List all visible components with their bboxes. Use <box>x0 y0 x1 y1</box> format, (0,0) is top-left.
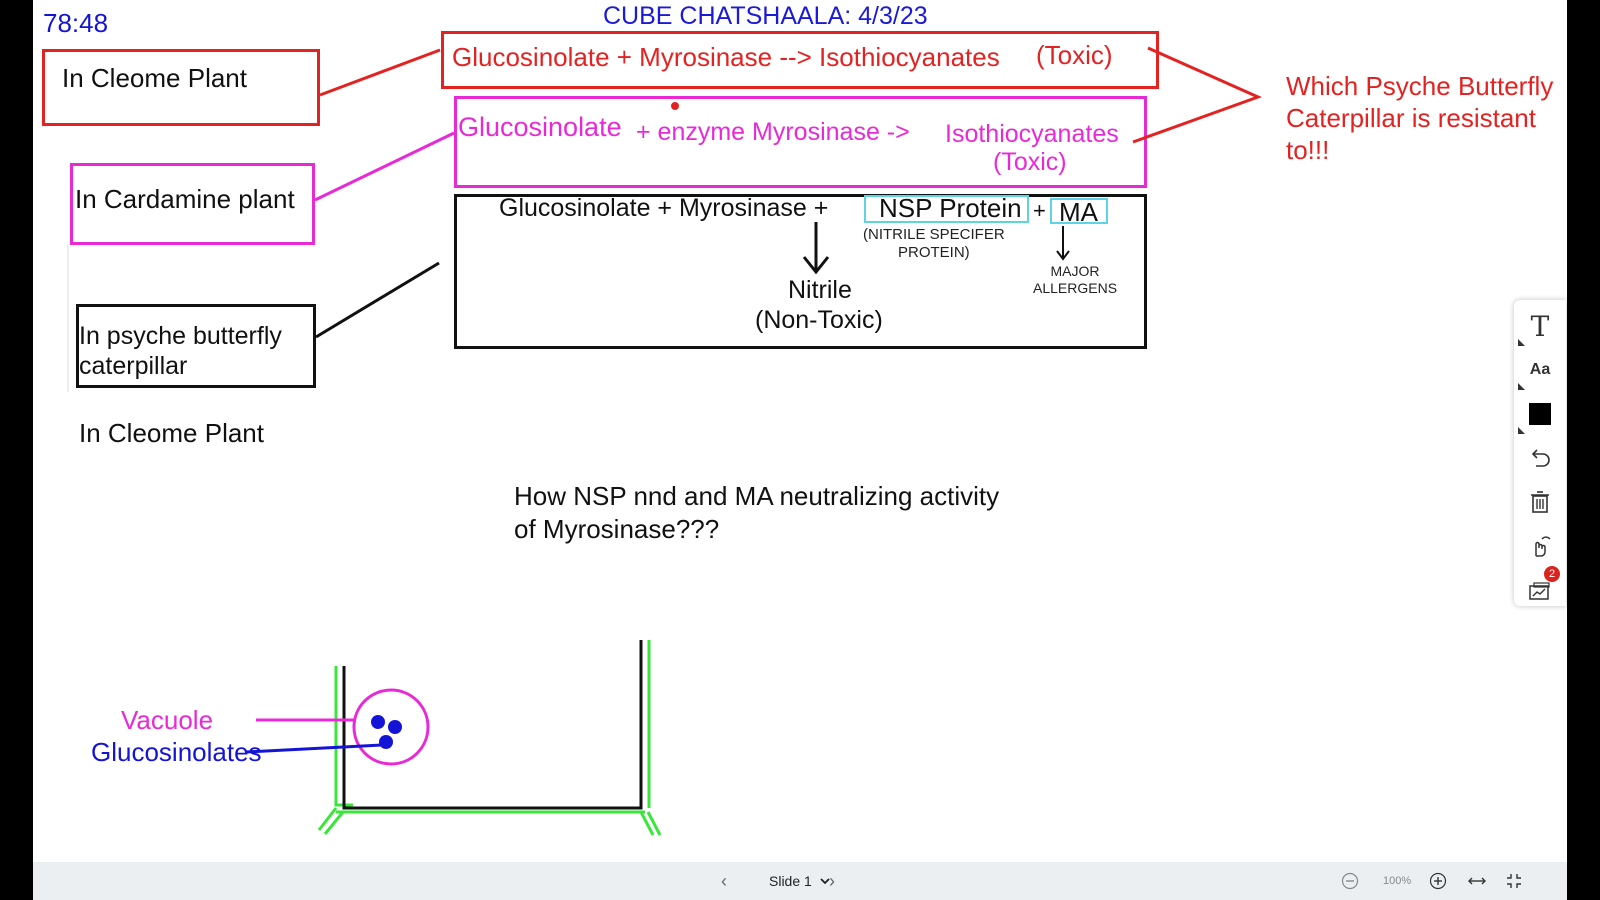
prev-slide-button[interactable]: ‹ <box>721 862 727 900</box>
zoom-in-button[interactable] <box>1429 862 1447 900</box>
presentation-icon <box>1529 582 1550 600</box>
color-swatch-icon <box>1529 403 1551 425</box>
text-tool-corner-icon <box>1518 339 1525 346</box>
cell-wall-left <box>334 666 353 807</box>
psyche-label-line1: In psyche butterfly <box>79 322 282 350</box>
trash-icon <box>1531 491 1549 513</box>
psyche-label-line2: caterpillar <box>79 352 188 380</box>
vacuole-label: Vacuole <box>121 705 214 735</box>
psyche-equation: Glucosinolate + Myrosinase + <box>499 194 829 222</box>
fit-width-button[interactable] <box>1467 862 1487 900</box>
nontoxic-label: (Non-Toxic) <box>755 306 883 334</box>
undo-icon <box>1531 449 1550 467</box>
question-text: How NSP nnd and MA neutralizing activity… <box>514 481 1000 544</box>
allergens-note: MAJOR ALLERGENS <box>1033 263 1117 297</box>
slide-selector[interactable]: Slide 1 <box>769 862 832 900</box>
cleome-equation: Glucosinolate + Myrosinase --> Isothiocy… <box>452 42 1000 72</box>
nsp-protein-label: NSP Protein <box>879 193 1022 223</box>
chevron-down-icon <box>820 878 830 885</box>
slide-label: Slide 1 <box>769 873 812 889</box>
cell-wall-corner-left <box>317 807 338 831</box>
cleome-label-box <box>42 49 320 126</box>
font-size-button[interactable]: Aa <box>1514 348 1566 392</box>
nsp-highlight-box <box>864 195 1029 223</box>
pointer-tool-button[interactable] <box>1514 524 1566 568</box>
cleome-connector <box>319 48 441 97</box>
plus-sign: + <box>1033 198 1046 223</box>
undo-button[interactable] <box>1514 436 1566 480</box>
allergens-line1: MAJOR <box>1050 263 1100 279</box>
nsp-note: (NITRILE SPECIFER PROTEIN) <box>863 226 1005 262</box>
zoom-out-icon <box>1341 872 1359 890</box>
cardamine-label-box <box>70 163 315 245</box>
cardamine-toxic-label: (Toxic) <box>993 148 1067 176</box>
text-tool-icon: T <box>1530 309 1550 343</box>
delete-button[interactable] <box>1514 480 1566 524</box>
psyche-equation-box <box>454 194 1147 349</box>
nsp-note-line2: PROTEIN) <box>898 244 970 261</box>
psyche-connector <box>315 261 440 339</box>
nsp-note-line1: (NITRILE SPECIFER <box>863 226 1005 243</box>
timer: 78:48 <box>43 8 109 38</box>
resistance-note: Which Psyche Butterfly Caterpillar is re… <box>1286 71 1554 165</box>
next-slide-button[interactable]: › <box>829 862 835 900</box>
cell-membrane <box>342 640 643 810</box>
glucosinolates-pointer <box>245 743 383 754</box>
hand-pointer-icon <box>1535 536 1551 557</box>
bottom-bar: ‹ Slide 1 › 100% <box>33 862 1567 900</box>
glucosinolate-dot-2 <box>388 720 402 734</box>
cell-wall-corner-right <box>639 811 655 836</box>
cardamine-label: In Cardamine plant <box>75 184 295 214</box>
font-size-icon: Aa <box>1529 361 1551 378</box>
font-size-corner-icon <box>1518 383 1525 390</box>
color-picker-corner-icon <box>1518 427 1525 434</box>
fit-width-icon <box>1468 877 1486 885</box>
zoom-out-button[interactable] <box>1341 862 1359 900</box>
notification-badge: 2 <box>1544 566 1560 582</box>
drawing-toolbar: T Aa 2 <box>1514 300 1566 606</box>
allergens-line2: ALLERGENS <box>1033 280 1118 296</box>
glucosinolate-dot-3 <box>379 735 393 749</box>
whiteboard-canvas[interactable]: 78:48 CUBE CHATSHAALA: 4/3/23 In Cleome … <box>33 0 1567 862</box>
cleome-heading: In Cleome Plant <box>79 418 264 448</box>
color-picker-button[interactable] <box>1514 392 1566 436</box>
page-title: CUBE CHATSHAALA: 4/3/23 <box>603 2 928 30</box>
glucosinolates-label: Glucosinolates <box>91 737 262 767</box>
ma-label: MA <box>1059 197 1098 227</box>
ma-highlight-box <box>1050 198 1108 224</box>
cardamine-connector <box>314 131 455 202</box>
zoom-level: 100% <box>1383 875 1412 887</box>
chevron-left-icon: ‹ <box>721 870 727 891</box>
nitrile-label: Nitrile <box>788 276 852 304</box>
cleome-toxic-label: (Toxic) <box>1036 40 1113 70</box>
cell-wall-corner-left-2 <box>323 811 345 835</box>
cardamine-equation-part3: Isothiocyanates <box>945 120 1119 148</box>
vacuole-circle <box>352 688 430 766</box>
zoom-in-icon <box>1429 872 1447 890</box>
exit-fullscreen-icon <box>1507 874 1521 888</box>
cleome-label: In Cleome Plant <box>62 63 247 93</box>
chevron-right-icon: › <box>829 870 835 891</box>
psyche-label-box <box>76 304 316 388</box>
text-tool-button[interactable]: T <box>1514 304 1566 348</box>
cardamine-equation-part1: Glucosinolate <box>458 112 622 142</box>
cell-wall-corner-right-2 <box>646 811 662 836</box>
slides-button[interactable]: 2 <box>1514 566 1566 612</box>
exit-fullscreen-button[interactable] <box>1505 862 1523 900</box>
cardamine-equation-part2: + enzyme Myrosinase -> <box>636 118 910 146</box>
glucosinolate-dot-1 <box>371 715 385 729</box>
